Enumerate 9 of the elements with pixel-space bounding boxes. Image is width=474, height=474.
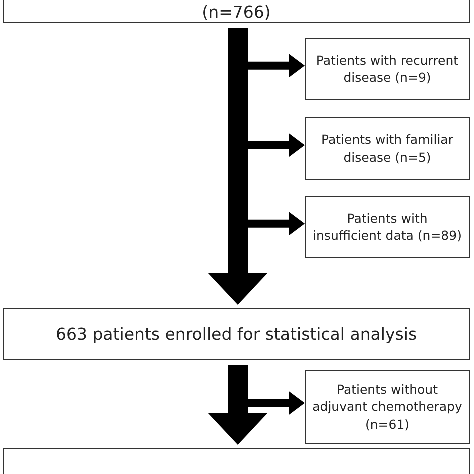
process-box: 663 patients enrolled for statistical analysis (3, 308, 470, 360)
arrow (208, 28, 268, 305)
process-box: (n=766) (3, 0, 470, 23)
process-box: Patients with insufficient data (n=89) (305, 196, 470, 258)
process-box: Patients with familiar disease (n=5) (305, 117, 470, 180)
process-box: Patients with recurrent disease (n=9) (305, 38, 470, 100)
process-box: Patients without adjuvant chemotherapy (n=61) (305, 370, 470, 444)
empty-box (3, 448, 470, 474)
arrow (208, 365, 268, 445)
